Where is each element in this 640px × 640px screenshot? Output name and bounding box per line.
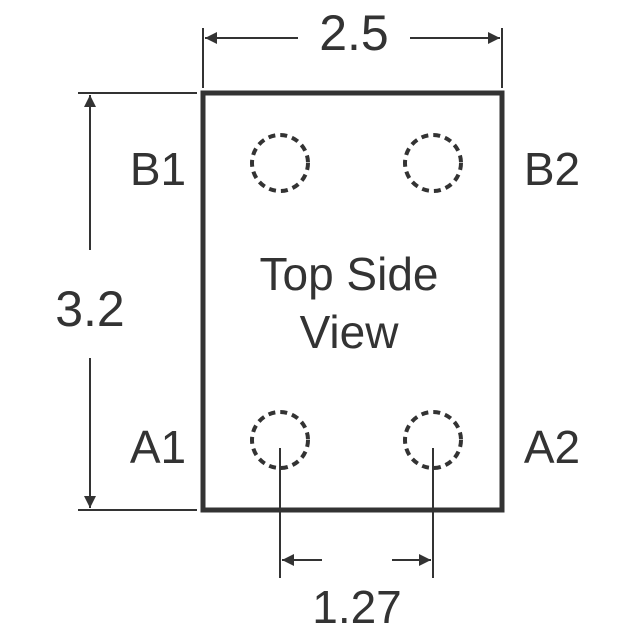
pin-a1-label: A1: [130, 421, 186, 473]
height-dimension-label: 3.2: [55, 281, 125, 337]
pin-a2-label: A2: [524, 421, 580, 473]
pin-b1-pad: [250, 133, 310, 193]
package-body: [200, 90, 505, 513]
pitch-dimension-label: 1.27: [312, 581, 402, 633]
pin-b2-label: B2: [524, 143, 580, 195]
pin-a2-pad: [403, 410, 463, 470]
pin-a1-pad: [250, 410, 310, 470]
view-label-line2: View: [300, 306, 400, 358]
view-label-line1: Top Side: [259, 248, 438, 300]
pin-b2-pad: [403, 133, 463, 193]
pin-b1-label: B1: [130, 143, 186, 195]
width-dimension-label: 2.5: [319, 5, 389, 61]
